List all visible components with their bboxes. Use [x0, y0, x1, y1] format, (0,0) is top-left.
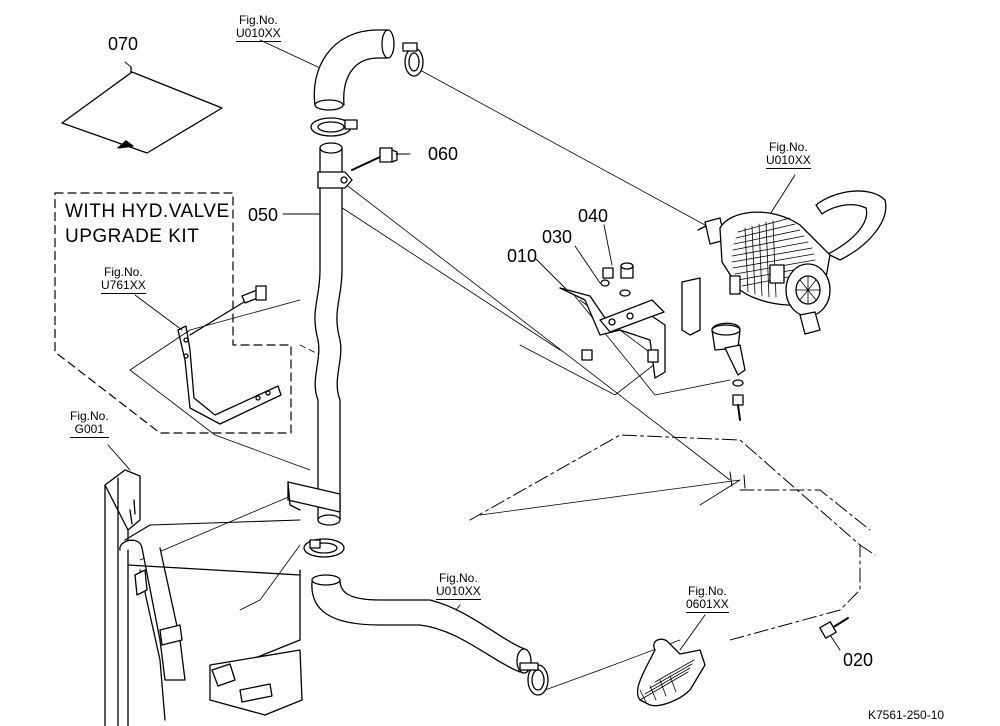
bottom-hose-drawing	[303, 538, 549, 696]
air-cleaner-drawing	[697, 211, 831, 335]
fig-ref-prefix: Fig.No.	[239, 13, 278, 27]
fig-ref-frame[interactable]: Fig.No. G001	[70, 410, 109, 438]
fig-ref-air-cleaner[interactable]: Fig.No. U010XX	[766, 141, 811, 169]
part-label-010: 010	[507, 246, 538, 266]
leader-lines	[107, 39, 841, 651]
fig-ref-code: U761XX	[101, 278, 146, 294]
fig-ref-intake[interactable]: Fig.No. 0601XX	[686, 585, 729, 613]
fig-ref-code: G001	[70, 423, 109, 438]
part-label-030: 030	[542, 227, 573, 247]
fig-ref-prefix: Fig.No.	[70, 409, 109, 423]
part-label-050: 050	[248, 205, 279, 225]
frame-outline	[469, 434, 876, 641]
fig-ref-code: 0601XX	[686, 597, 729, 613]
fig-ref-code: U010XX	[436, 584, 481, 600]
kit-bracket-drawing	[129, 285, 311, 471]
fig-ref-prefix: Fig.No.	[769, 140, 808, 154]
part-label-040: 040	[578, 206, 609, 226]
part-label-020: 020	[843, 650, 874, 670]
kit-box-line-1: WITH HYD.VALVE	[65, 201, 230, 222]
top-hose-drawing	[310, 29, 424, 137]
air-cleaner-strap-drawing	[815, 190, 887, 261]
bolt-060-drawing	[351, 147, 398, 171]
frame-structure-drawing	[104, 469, 303, 726]
fig-ref-prefix: Fig.No.	[439, 571, 478, 585]
kit-box-line-2: UPGRADE KIT	[65, 226, 200, 247]
fig-ref-hyd-kit[interactable]: Fig.No. U761XX	[101, 266, 146, 294]
assembly-lines	[139, 69, 741, 691]
part-label-060: 060	[428, 144, 459, 164]
fig-ref-code: U010XX	[236, 26, 281, 42]
document-id: K7561-250-10	[868, 708, 945, 722]
fig-ref-code: U010XX	[766, 153, 811, 169]
fig-ref-bottom-hose[interactable]: Fig.No. U010XX	[436, 572, 481, 600]
fig-ref-prefix: Fig.No.	[104, 265, 143, 279]
part-label-070: 070	[108, 34, 139, 54]
kit-box-title: WITH HYD.VALVE UPGRADE KIT	[65, 199, 230, 249]
bolt-020-drawing	[819, 617, 849, 639]
sheet-070-drawing	[61, 66, 223, 154]
pipe-050-drawing	[287, 142, 353, 526]
fig-ref-prefix: Fig.No.	[688, 584, 727, 598]
bracket-010-drawing	[559, 262, 746, 489]
fig-ref-top-hose[interactable]: Fig.No. U010XX	[236, 14, 281, 42]
intake-drawing	[636, 638, 706, 707]
hyd-kit-box	[54, 192, 292, 434]
